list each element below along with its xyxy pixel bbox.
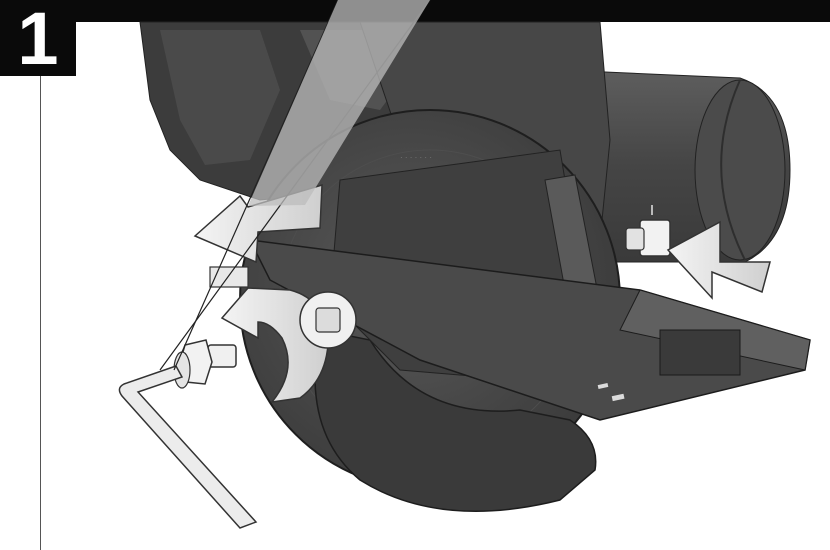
highlight-wedge <box>248 0 430 206</box>
margin-rule <box>40 76 41 550</box>
step-number-badge: 1 <box>0 0 76 78</box>
outer-washer <box>299 291 357 349</box>
press-arrow <box>666 220 771 300</box>
motor-housing <box>559 69 791 263</box>
spindle-lock-button <box>625 205 671 257</box>
blade-edge-marker <box>209 266 249 288</box>
blade-markings: · · · · · · · <box>400 153 432 162</box>
arbor-bolt <box>173 339 237 389</box>
lower-blade-guard <box>314 329 597 512</box>
hex-wrench <box>118 365 258 529</box>
